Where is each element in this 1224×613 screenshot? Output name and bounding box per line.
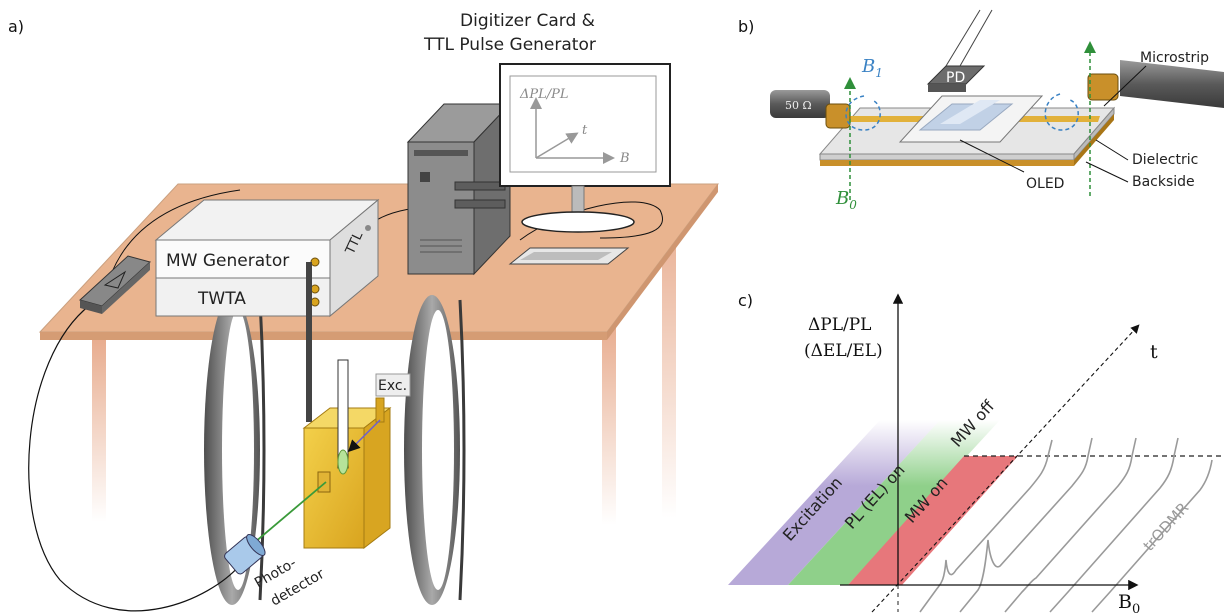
- photodetector: [224, 534, 266, 575]
- panel-c-label: c): [738, 291, 753, 310]
- y-axis-label-line2: (ΔEL/EL): [804, 341, 883, 361]
- computer-title-line2: TTL Pulse Generator: [423, 35, 596, 55]
- mw-generator-label: MW Generator: [166, 251, 289, 271]
- b1-label: B1: [861, 56, 883, 80]
- table-edge-side: [607, 184, 718, 340]
- photodiode: [926, 9, 993, 92]
- table-edge: [40, 332, 607, 340]
- computer-tower: [406, 102, 512, 276]
- ohm-label: 50 Ω: [785, 99, 812, 112]
- oled-substrate: [898, 95, 1044, 143]
- x-axis-label: B0: [1118, 591, 1140, 613]
- trodmr-traces: [919, 437, 1213, 613]
- keyboard: [508, 247, 630, 265]
- band-mw: [848, 456, 1018, 585]
- twta-label: TWTA: [197, 289, 246, 309]
- b0-label: B0: [835, 188, 857, 212]
- t-axis-label: t: [1150, 341, 1158, 363]
- backside-leader: [1085, 161, 1129, 183]
- b1-loop-left: [845, 95, 881, 131]
- microwave-cavity: [302, 359, 392, 550]
- panel-b-label: b): [738, 17, 754, 36]
- oled-leader: [959, 139, 1025, 173]
- coax-left: [770, 90, 830, 118]
- helmholtz-coil-left: [204, 295, 266, 605]
- microstrip-leader: [1103, 65, 1147, 107]
- band-excitation: [728, 420, 940, 585]
- table-leg: [602, 315, 616, 525]
- y-axis-label-line1: ΔPL/PL: [808, 315, 871, 335]
- mw-cable: [306, 262, 312, 422]
- monitor-b-label: B: [619, 151, 630, 166]
- ttl-cable-1: [111, 189, 241, 273]
- excitation-box: [375, 373, 411, 397]
- photodetector-cable: [28, 304, 241, 612]
- pl-beam: [245, 481, 327, 551]
- panel-a-label: a): [8, 17, 24, 36]
- table-leg: [662, 198, 676, 518]
- helmholtz-coil-right: [404, 295, 466, 605]
- monitor-t-label: t: [582, 123, 588, 138]
- pd-label: PD: [946, 70, 965, 86]
- dielectric-label: Dielectric: [1132, 152, 1198, 168]
- monitor-yaxis-label: ΔPL/PL: [519, 87, 569, 102]
- computer-title-line1: Digitizer Card &: [460, 11, 595, 31]
- b1-loop-right: [1044, 93, 1079, 131]
- monitor: [499, 63, 671, 233]
- detector-amplifier-box: [78, 255, 152, 314]
- table-leg: [92, 332, 106, 522]
- band-pl: [788, 420, 1000, 585]
- excitation-label: Exc.: [378, 378, 407, 394]
- oled-label: OLED: [1026, 176, 1064, 192]
- dielectric-leader: [1095, 139, 1129, 161]
- excitation-beam: [347, 419, 381, 453]
- microstrip-label: Microstrip: [1140, 50, 1209, 66]
- trodmr-label: trODMR: [1140, 499, 1193, 555]
- backside-label: Backside: [1132, 174, 1195, 190]
- coax-right: [1120, 60, 1224, 108]
- t-axis: [871, 324, 1140, 613]
- mw-generator-stack: [154, 198, 380, 318]
